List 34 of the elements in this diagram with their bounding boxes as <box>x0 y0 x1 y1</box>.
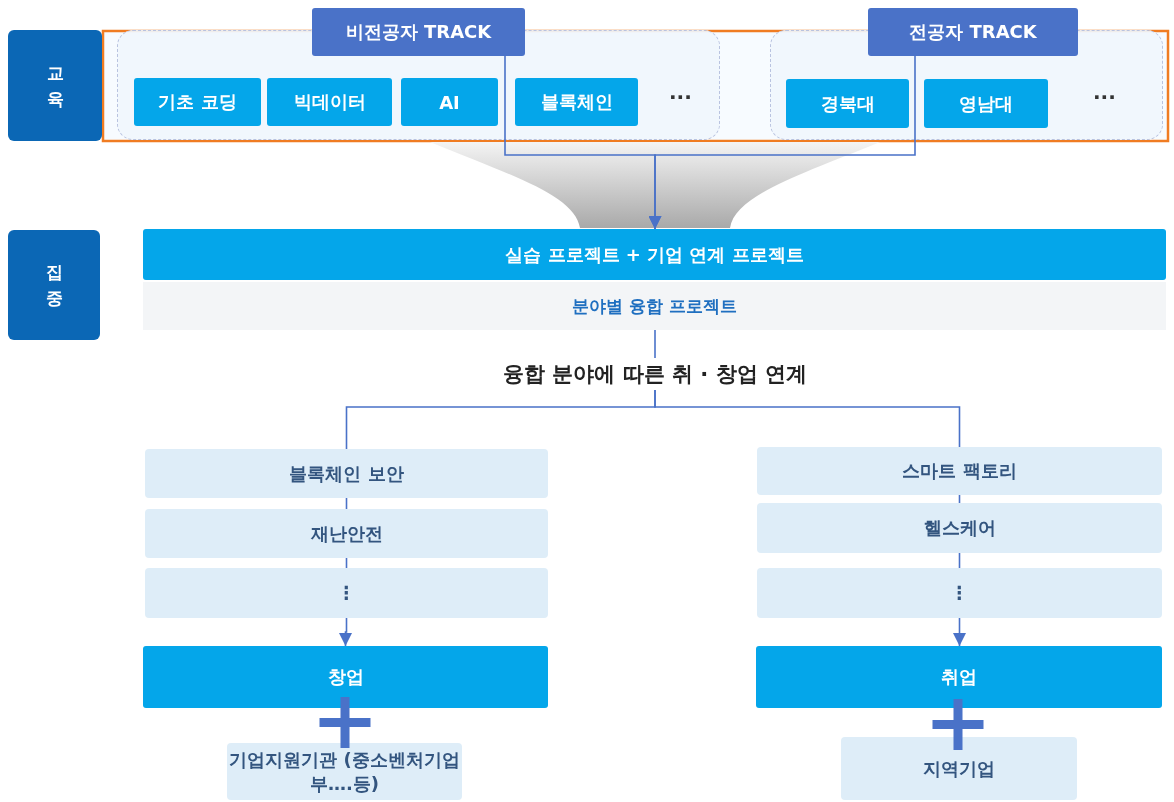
arrow <box>339 617 352 647</box>
course-box: 영남대 <box>924 79 1048 128</box>
connector-line <box>654 329 656 359</box>
field-box: ⋮ <box>145 568 548 618</box>
track-tab: 비전공자 TRACK <box>312 8 525 56</box>
field-box: 스마트 팩토리 <box>757 447 1162 495</box>
connector-line <box>958 552 961 569</box>
ellipsis-text: ··· <box>1093 85 1116 109</box>
section-label: 교육 <box>8 30 102 141</box>
outcome-box: 취업 <box>756 646 1162 708</box>
heading-text: 융합 분야에 따른 취 · 창업 연계 <box>480 358 830 390</box>
connector-line <box>958 494 961 504</box>
partner-box: 기업지원기관 (중소벤처기업부….등) <box>227 743 462 800</box>
course-box: 빅데이터 <box>267 78 392 126</box>
track-tab: 전공자 TRACK <box>868 8 1078 56</box>
course-box: 기초 코딩 <box>134 78 261 126</box>
course-box: 경북대 <box>786 79 909 128</box>
field-box: 재난안전 <box>145 509 548 558</box>
project-bar: 분야별 융합 프로젝트 <box>143 282 1166 330</box>
arrow <box>648 55 916 230</box>
partner-box: 지역기업 <box>841 737 1077 800</box>
field-box: ⋮ <box>757 568 1162 618</box>
course-box: 블록체인 <box>515 78 638 126</box>
course-box: AI <box>401 78 498 126</box>
field-box: 헬스케어 <box>757 503 1162 553</box>
ellipsis-text: ··· <box>669 85 692 109</box>
arrow <box>953 617 966 647</box>
connector-line <box>345 557 348 569</box>
field-box: 블록체인 보안 <box>145 449 548 498</box>
outcome-box: 창업 <box>143 646 548 708</box>
section-label: 집중 <box>8 230 100 340</box>
connector-line <box>345 497 348 510</box>
project-bar: 실습 프로젝트 + 기업 연계 프로젝트 <box>143 229 1166 280</box>
connector-line <box>654 389 961 448</box>
